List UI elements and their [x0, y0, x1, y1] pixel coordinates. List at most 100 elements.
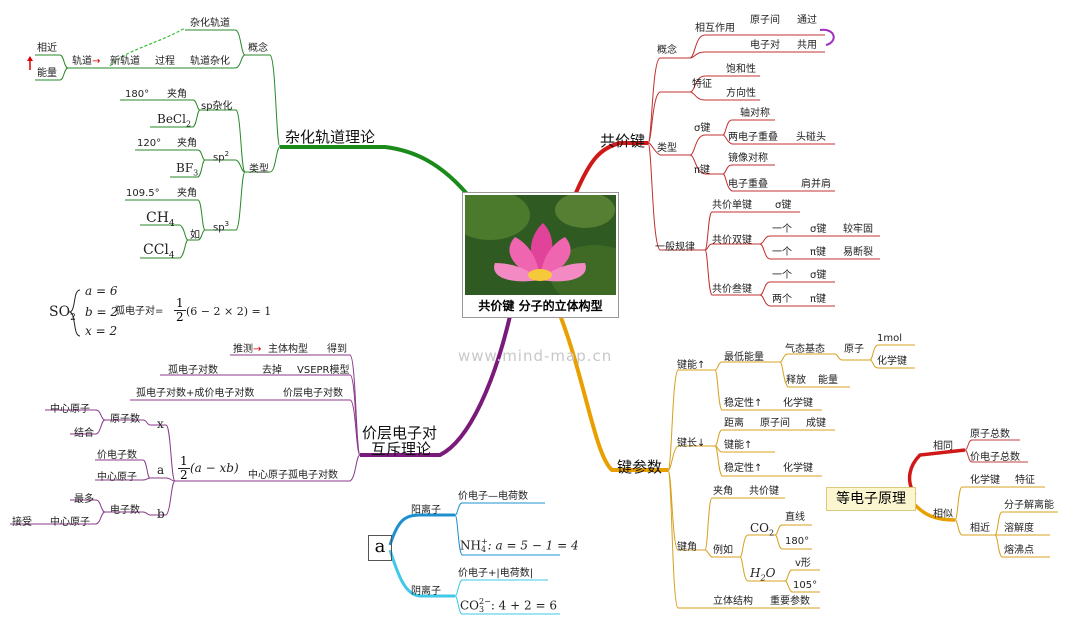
node-center-atom-3[interactable]: 中心原子: [50, 517, 90, 528]
node-double-one-a[interactable]: 一个: [772, 224, 792, 235]
node-chem-bond-3[interactable]: 化学键: [783, 463, 813, 474]
node-atom[interactable]: 原子: [844, 344, 864, 355]
node-sp-hybrid[interactable]: sp杂化: [201, 101, 233, 112]
node-melting[interactable]: 熔沸点: [1004, 545, 1034, 556]
node-center-atom-2[interactable]: 中心原子: [97, 472, 137, 483]
node-valence-pairs[interactable]: 价层电子对数: [283, 388, 343, 399]
node-form-bond[interactable]: 成键: [806, 418, 826, 429]
node-triple-bond[interactable]: 共价叁键: [712, 284, 752, 295]
node-one-mol[interactable]: 1mol: [877, 333, 902, 344]
node-hybrid-orbital[interactable]: 杂化轨道: [190, 18, 230, 29]
node-double-bond[interactable]: 共价双键: [712, 235, 752, 246]
node-chem-bond-2[interactable]: 化学键: [783, 398, 813, 409]
node-mirror-sym[interactable]: 镜像对称: [728, 153, 768, 164]
node-between-atoms[interactable]: 原子间: [750, 15, 780, 26]
node-180deg-h[interactable]: 180°: [125, 89, 150, 100]
node-iso-feature[interactable]: 特征: [1015, 475, 1035, 486]
node-120deg[interactable]: 120°: [137, 138, 162, 149]
node-cov-bond[interactable]: 共价键: [749, 486, 779, 497]
var-b[interactable]: b: [157, 507, 165, 521]
topic-vsepr-l1[interactable]: 价层电子对: [362, 424, 438, 442]
node-interaction[interactable]: 相互作用: [695, 23, 735, 34]
node-triple-sigma[interactable]: σ键: [810, 270, 827, 281]
node-co2[interactable]: CO2: [750, 521, 775, 538]
node-triple-one[interactable]: 一个: [772, 270, 792, 281]
var-a[interactable]: a: [157, 463, 165, 477]
node-stability-1[interactable]: 稳定性↑: [724, 398, 763, 409]
node-180deg[interactable]: 180°: [785, 536, 810, 547]
topic-vsepr-l2[interactable]: 互斥理论: [371, 440, 432, 458]
central-topic[interactable]: 共价键 分子的立体构型: [462, 192, 619, 318]
node-infer[interactable]: 推测→: [233, 344, 262, 355]
node-center-lone[interactable]: 中心原子孤电子对数: [248, 470, 338, 481]
node-vsepr-model[interactable]: VSEPR模型: [297, 365, 350, 376]
topic-bond-params[interactable]: 键参数: [617, 458, 663, 476]
node-gas-ground[interactable]: 气态基态: [785, 344, 825, 355]
node-main-model[interactable]: 主体构型: [268, 344, 308, 355]
node-h2o[interactable]: H2O: [750, 566, 776, 583]
node-energy[interactable]: 能量: [37, 68, 57, 79]
node-similar[interactable]: 相似: [933, 509, 953, 520]
node-chem-bond[interactable]: 化学键: [877, 356, 907, 367]
node-hybrid-concept[interactable]: 概念: [248, 43, 268, 54]
node-atoms-between[interactable]: 原子间: [760, 418, 790, 429]
node-angle-3[interactable]: 夹角: [177, 188, 197, 199]
node-angle-2[interactable]: 夹角: [177, 138, 197, 149]
node-total-valence[interactable]: 价电子总数: [970, 452, 1020, 463]
node-pi-bond[interactable]: π键: [694, 165, 711, 176]
node-release[interactable]: 释放: [786, 375, 806, 386]
node-ch4[interactable]: CH4: [146, 210, 175, 229]
var-x[interactable]: x: [157, 417, 164, 431]
node-bond-angle[interactable]: 键角: [677, 542, 697, 553]
node-shared[interactable]: 共用: [797, 40, 817, 51]
node-lone-pairs[interactable]: 孤电子对数: [168, 365, 218, 376]
node-e-count[interactable]: 电子数: [110, 505, 140, 516]
node-included-angle[interactable]: 夹角: [713, 486, 733, 497]
node-example[interactable]: 例如: [713, 545, 733, 556]
node-ccl4[interactable]: CCl4: [143, 242, 175, 261]
node-energy-word[interactable]: 能量: [818, 375, 838, 386]
node-two-overlap[interactable]: 两电子重叠: [728, 132, 778, 143]
node-anion[interactable]: 阴离子: [411, 586, 441, 597]
node-hybrid-type[interactable]: 类型: [249, 164, 269, 175]
node-most[interactable]: 最多: [74, 494, 94, 505]
node-center-atom-1[interactable]: 中心原子: [50, 404, 90, 415]
node-valence-e[interactable]: 价电子数: [97, 450, 137, 461]
node-double-one-b[interactable]: 一个: [772, 247, 792, 258]
node-concept[interactable]: 概念: [657, 45, 677, 56]
node-1095deg[interactable]: 109.5°: [126, 188, 160, 199]
node-similar2[interactable]: 相近: [970, 523, 990, 534]
node-combine[interactable]: 结合: [74, 428, 94, 439]
node-type[interactable]: 类型: [657, 143, 677, 154]
node-sp2[interactable]: sp2: [213, 150, 230, 164]
node-axial-sym[interactable]: 轴对称: [740, 108, 770, 119]
node-close[interactable]: 相近: [37, 43, 57, 54]
node-min-energy[interactable]: 最低能量: [724, 352, 764, 363]
node-head-to-head[interactable]: 头碰头: [796, 132, 826, 143]
node-directionality[interactable]: 方向性: [726, 88, 756, 99]
node-same[interactable]: 相同: [933, 441, 953, 452]
node-side-by-side[interactable]: 肩并肩: [801, 179, 831, 190]
node-general-rule[interactable]: 一般规律: [655, 242, 695, 253]
node-sp3[interactable]: sp3: [213, 220, 230, 234]
node-e-overlap[interactable]: 电子重叠: [728, 179, 768, 190]
node-via[interactable]: 通过: [797, 15, 817, 26]
node-solubility[interactable]: 溶解度: [1004, 523, 1034, 534]
node-a-box[interactable]: a: [368, 535, 392, 561]
node-stability-2[interactable]: 稳定性↑: [724, 463, 763, 474]
node-bond-length[interactable]: 键长↓: [677, 438, 706, 449]
node-atom-count[interactable]: 原子数: [110, 414, 140, 425]
node-feature[interactable]: 特征: [692, 79, 712, 90]
node-process[interactable]: 过程: [155, 56, 175, 67]
topic-covalent-bond[interactable]: 共价键: [600, 132, 646, 150]
node-cation-rule[interactable]: 价电子—电荷数: [458, 491, 528, 502]
node-becl2[interactable]: BeCl2: [157, 112, 192, 129]
node-v-shape[interactable]: v形: [795, 558, 811, 569]
node-3d-structure[interactable]: 立体结构: [713, 596, 753, 607]
node-energy-up[interactable]: 键能↑: [724, 440, 753, 451]
node-iso-chem-bond[interactable]: 化学键: [970, 475, 1000, 486]
node-breakable[interactable]: 易断裂: [843, 247, 873, 258]
node-linear[interactable]: 直线: [785, 512, 805, 523]
node-total-atoms[interactable]: 原子总数: [970, 429, 1010, 440]
